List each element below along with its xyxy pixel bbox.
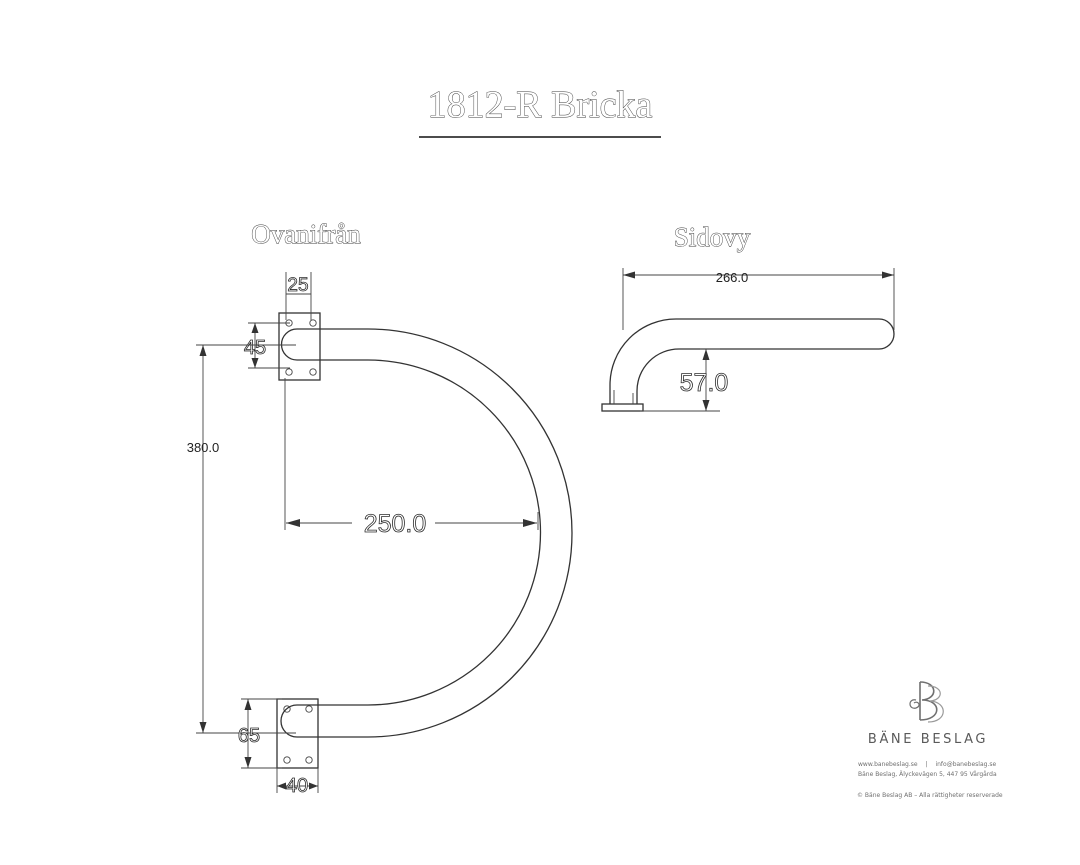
dim-plate-hole-spacing: 45 <box>244 337 266 359</box>
dim-depth: 250.0 <box>364 510 427 538</box>
contact-separator: | <box>925 761 928 768</box>
brand-website-link[interactable]: www.banebeslag.se <box>858 761 918 768</box>
side-base-flange <box>601 403 644 412</box>
screw-hole <box>283 705 291 713</box>
handle-tube-outer <box>297 328 573 738</box>
lower-mounting-plate <box>276 698 319 769</box>
screw-hole <box>309 319 317 327</box>
upper-mounting-plate <box>278 312 321 381</box>
screw-hole <box>305 705 313 713</box>
tube-end-bottom <box>280 704 298 738</box>
brand-copyright: © Bäne Beslag AB – Alla rättigheter rese… <box>857 792 1003 799</box>
side-tube-end <box>878 318 895 350</box>
screw-hole <box>305 756 313 764</box>
dim-side-height: 57.0 <box>680 369 729 397</box>
tube-end-top <box>280 328 298 361</box>
brand-address: Bäne Beslag, Älyckevägen 5, 447 95 Vårgå… <box>858 771 997 778</box>
brand-name: BÄNE BESLAG <box>867 732 989 747</box>
screw-hole <box>283 756 291 764</box>
brand-email-link[interactable]: info@banebeslag.se <box>935 761 997 768</box>
dim-side-length: 266.0 <box>716 270 749 285</box>
top-view-label: Ovanifrån <box>251 219 361 249</box>
top-view: 25 45 380.0 250.0 65 <box>187 272 573 797</box>
screw-hole <box>285 368 293 376</box>
side-view: 266.0 57.0 <box>601 268 895 412</box>
brand-contact: www.banebeslag.se | info@banebeslag.se <box>858 761 996 768</box>
side-view-label: Sidovy <box>674 222 751 252</box>
handle-tube-inner <box>297 359 542 706</box>
side-tube-outer <box>609 318 879 404</box>
bb-monogram-icon <box>909 681 944 723</box>
side-tube-inner <box>636 348 879 404</box>
screw-hole <box>309 368 317 376</box>
dim-plate-height-bottom: 65 <box>238 725 260 747</box>
brand-block: BÄNE BESLAG <box>848 676 1008 747</box>
drawing-title: 1812-R Bricka <box>428 84 653 126</box>
dim-center-distance: 380.0 <box>187 440 220 455</box>
dim-plate-width-top: 25 <box>287 275 308 296</box>
dim-plate-width-bottom: 40 <box>286 775 308 797</box>
